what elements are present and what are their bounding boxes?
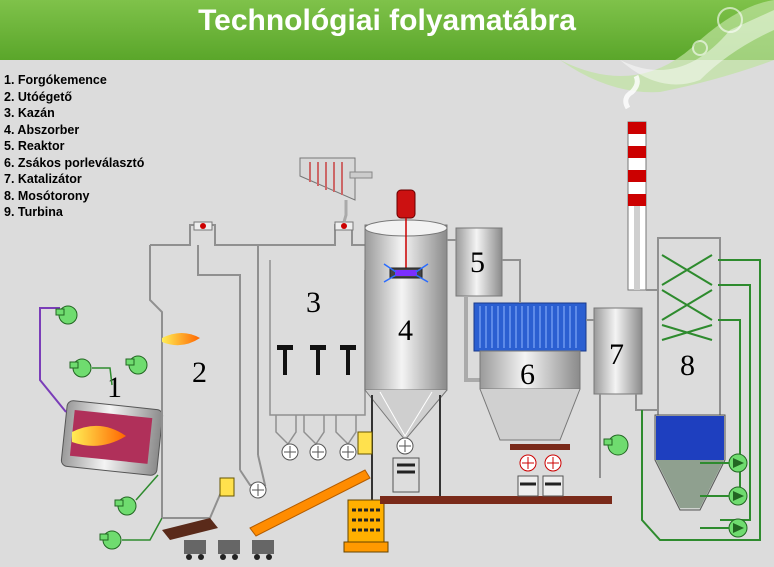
hammer-icon	[310, 345, 326, 375]
scrubber-tower: 8	[654, 237, 726, 511]
chimney	[623, 74, 658, 291]
wagon-icon	[218, 540, 240, 560]
legend-item-5: 5. Reaktor	[4, 139, 65, 153]
fan-icon	[125, 355, 148, 375]
fan-icon	[544, 454, 562, 472]
fan-icon	[309, 443, 327, 461]
fan-icon	[396, 437, 414, 455]
legend-item-2: 2. Utóégető	[4, 89, 73, 104]
label-number-2: 2	[192, 356, 207, 389]
fan-icon	[603, 434, 629, 456]
ash-conveyor	[249, 469, 371, 537]
label-number-7: 7	[609, 338, 624, 371]
flame-icon	[72, 425, 126, 446]
label-number-5: 5	[470, 246, 485, 279]
legend-item-4: 4. Abszorber	[4, 122, 80, 137]
label-number-6: 6	[520, 358, 535, 391]
flame-icon	[162, 333, 200, 346]
legend-item-7: 7. Katalizátor	[4, 172, 82, 186]
fan-icon	[249, 481, 267, 499]
wagon-icon	[252, 540, 274, 560]
pump-icon	[728, 453, 748, 473]
reactor: 5	[455, 227, 503, 382]
fan-icon	[55, 305, 78, 325]
label-number-8: 8	[680, 349, 695, 382]
fan-icon	[339, 443, 357, 461]
legend-item-1: 1. Forgókemence	[4, 73, 107, 87]
absorber: 4	[364, 189, 448, 500]
rotary-kiln: 1	[60, 371, 164, 476]
pump-icon	[728, 518, 748, 538]
slag-container	[343, 499, 389, 553]
fan-icon	[69, 358, 92, 378]
label-number-4: 4	[398, 314, 413, 347]
bag-filter: 6	[473, 302, 587, 497]
wagon-icon	[184, 540, 206, 560]
legend-item-3: 3. Kazán	[4, 106, 55, 120]
legend-item-8: 8. Mosótorony	[4, 188, 90, 203]
valve-icon	[193, 221, 213, 231]
fan-icon	[114, 496, 137, 516]
catalyst: 7	[593, 307, 658, 478]
legend-item-6: 6. Zsákos porleválasztó	[4, 155, 145, 170]
header-banner: Technológiai folyamatábra	[0, 0, 774, 93]
fan-icon	[281, 443, 299, 461]
pump-icon	[728, 486, 748, 506]
turbine	[299, 157, 373, 223]
legend-list: 1. Forgókemence 2. Utóégető 3. Kazán 4. …	[4, 72, 144, 221]
valve-icon	[334, 221, 354, 231]
fan-icon	[519, 454, 537, 472]
leaf-swoosh-icon	[560, 0, 774, 93]
afterburner-boiler: 2 3	[149, 221, 370, 519]
fan-icon	[99, 530, 122, 550]
hammer-icon	[340, 345, 356, 375]
label-number-1: 1	[107, 371, 122, 404]
label-number-3: 3	[306, 286, 321, 319]
hammer-icon	[277, 345, 293, 375]
legend-item-9: 9. Turbina	[4, 205, 63, 219]
turbine-icon	[299, 157, 356, 201]
page-title: Technológiai folyamatábra	[198, 4, 576, 37]
